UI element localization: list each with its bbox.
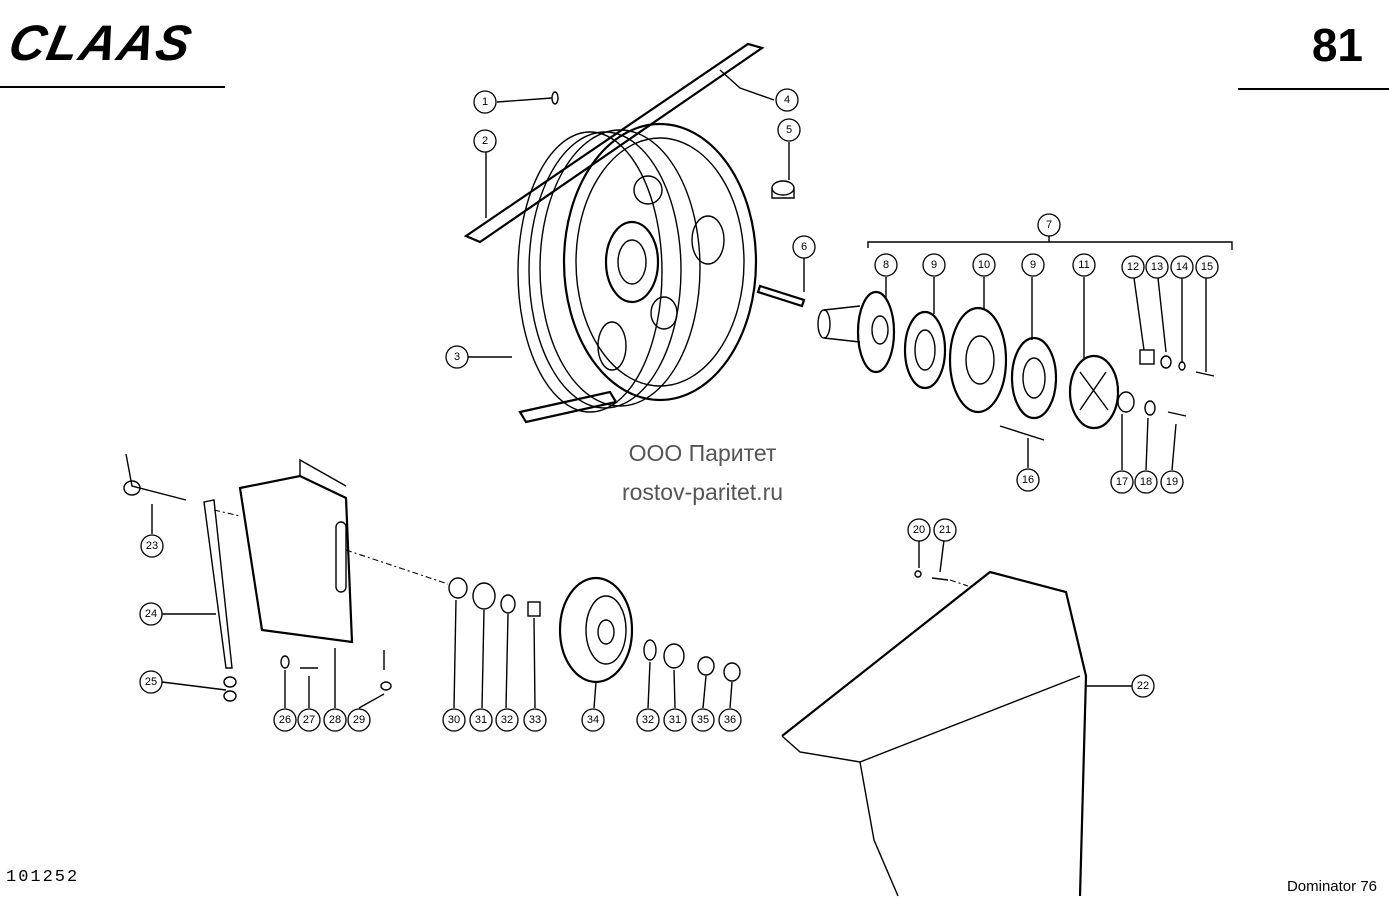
callout: 31 [663, 708, 687, 732]
callout: 13 [1145, 255, 1169, 279]
svg-text:31: 31 [475, 714, 487, 726]
svg-text:29: 29 [353, 714, 365, 726]
main-pulley [517, 122, 758, 413]
svg-text:6: 6 [801, 241, 807, 253]
svg-text:25: 25 [145, 676, 157, 688]
svg-text:19: 19 [1166, 476, 1178, 488]
svg-text:2: 2 [482, 135, 488, 147]
callout: 4 [775, 88, 799, 112]
watermark-url: rostov-paritet.ru [621, 479, 784, 505]
svg-text:10: 10 [978, 259, 990, 271]
callout: 8 [874, 253, 898, 277]
svg-text:9: 9 [1030, 259, 1036, 271]
svg-text:31: 31 [669, 714, 681, 726]
small-parts [551, 91, 806, 308]
idler-pulley [448, 576, 741, 684]
svg-text:34: 34 [587, 714, 599, 726]
svg-text:17: 17 [1116, 476, 1128, 488]
page-number: 81 [1311, 19, 1363, 71]
belt-guard [781, 570, 1088, 897]
svg-text:27: 27 [303, 714, 315, 726]
leader-lines [151, 69, 1233, 709]
callout: 28 [323, 708, 347, 732]
callout: 22 [1131, 674, 1155, 698]
svg-text:9: 9 [931, 259, 937, 271]
callout: 9 [1021, 253, 1045, 277]
svg-text:11: 11 [1078, 259, 1089, 271]
model-name: Dominator 76 [1286, 878, 1377, 895]
header-rule-right [1238, 88, 1389, 90]
callout: 18 [1134, 470, 1158, 494]
callout: 27 [297, 708, 321, 732]
svg-text:36: 36 [724, 714, 736, 726]
watermark-company: ООО Паритет [628, 440, 777, 466]
svg-text:7: 7 [1046, 219, 1052, 231]
callout: 12 [1121, 255, 1145, 279]
callout: 19 [1160, 470, 1184, 494]
callout: 7 [1037, 213, 1061, 237]
callout: 10 [972, 253, 996, 277]
callout: 6 [792, 235, 816, 259]
svg-text:1: 1 [482, 96, 488, 108]
svg-text:3: 3 [454, 351, 460, 363]
callout: 25 [139, 670, 163, 694]
callout: 32 [495, 708, 519, 732]
slip-clutch [817, 290, 1215, 441]
callout: 24 [139, 602, 163, 626]
callout: 15 [1195, 255, 1219, 279]
callout: 36 [718, 708, 742, 732]
callout: 26 [273, 708, 297, 732]
callout: 34 [581, 708, 605, 732]
callout: 3 [445, 345, 469, 369]
callout: 21 [933, 518, 957, 542]
tensioner-bracket [123, 453, 449, 702]
svg-text:33: 33 [529, 714, 541, 726]
callout: 2 [473, 129, 497, 153]
callout: 14 [1170, 255, 1194, 279]
v-belt [463, 42, 765, 424]
svg-text:12: 12 [1127, 261, 1139, 273]
svg-text:21: 21 [939, 524, 951, 536]
callout: 31 [469, 708, 493, 732]
callout: 11 [1072, 253, 1096, 277]
svg-text:15: 15 [1201, 261, 1213, 273]
svg-text:18: 18 [1140, 476, 1152, 488]
callout: 16 [1016, 468, 1040, 492]
svg-text:24: 24 [145, 608, 157, 620]
header-rule-left [0, 86, 225, 88]
callout: 29 [347, 708, 371, 732]
callout: 5 [777, 118, 801, 142]
svg-text:8: 8 [883, 259, 889, 271]
svg-text:28: 28 [329, 714, 341, 726]
callout: 32 [636, 708, 660, 732]
callout: 20 [907, 518, 931, 542]
callout: 1 [473, 90, 497, 114]
callout: 30 [442, 708, 466, 732]
callout: 23 [140, 534, 164, 558]
svg-text:35: 35 [697, 714, 709, 726]
svg-text:13: 13 [1151, 261, 1163, 273]
svg-text:4: 4 [784, 94, 790, 106]
svg-text:32: 32 [642, 714, 654, 726]
svg-text:5: 5 [786, 124, 792, 136]
callout: 9 [922, 253, 946, 277]
callout: 33 [523, 708, 547, 732]
svg-text:23: 23 [146, 540, 158, 552]
document-number: 101252 [6, 868, 80, 887]
callout: 17 [1110, 470, 1134, 494]
svg-text:16: 16 [1022, 474, 1034, 486]
svg-text:14: 14 [1176, 261, 1188, 273]
callout: 35 [691, 708, 715, 732]
svg-text:26: 26 [279, 714, 291, 726]
svg-text:22: 22 [1137, 680, 1149, 692]
svg-text:32: 32 [501, 714, 513, 726]
svg-text:20: 20 [913, 524, 925, 536]
svg-text:30: 30 [448, 714, 460, 726]
